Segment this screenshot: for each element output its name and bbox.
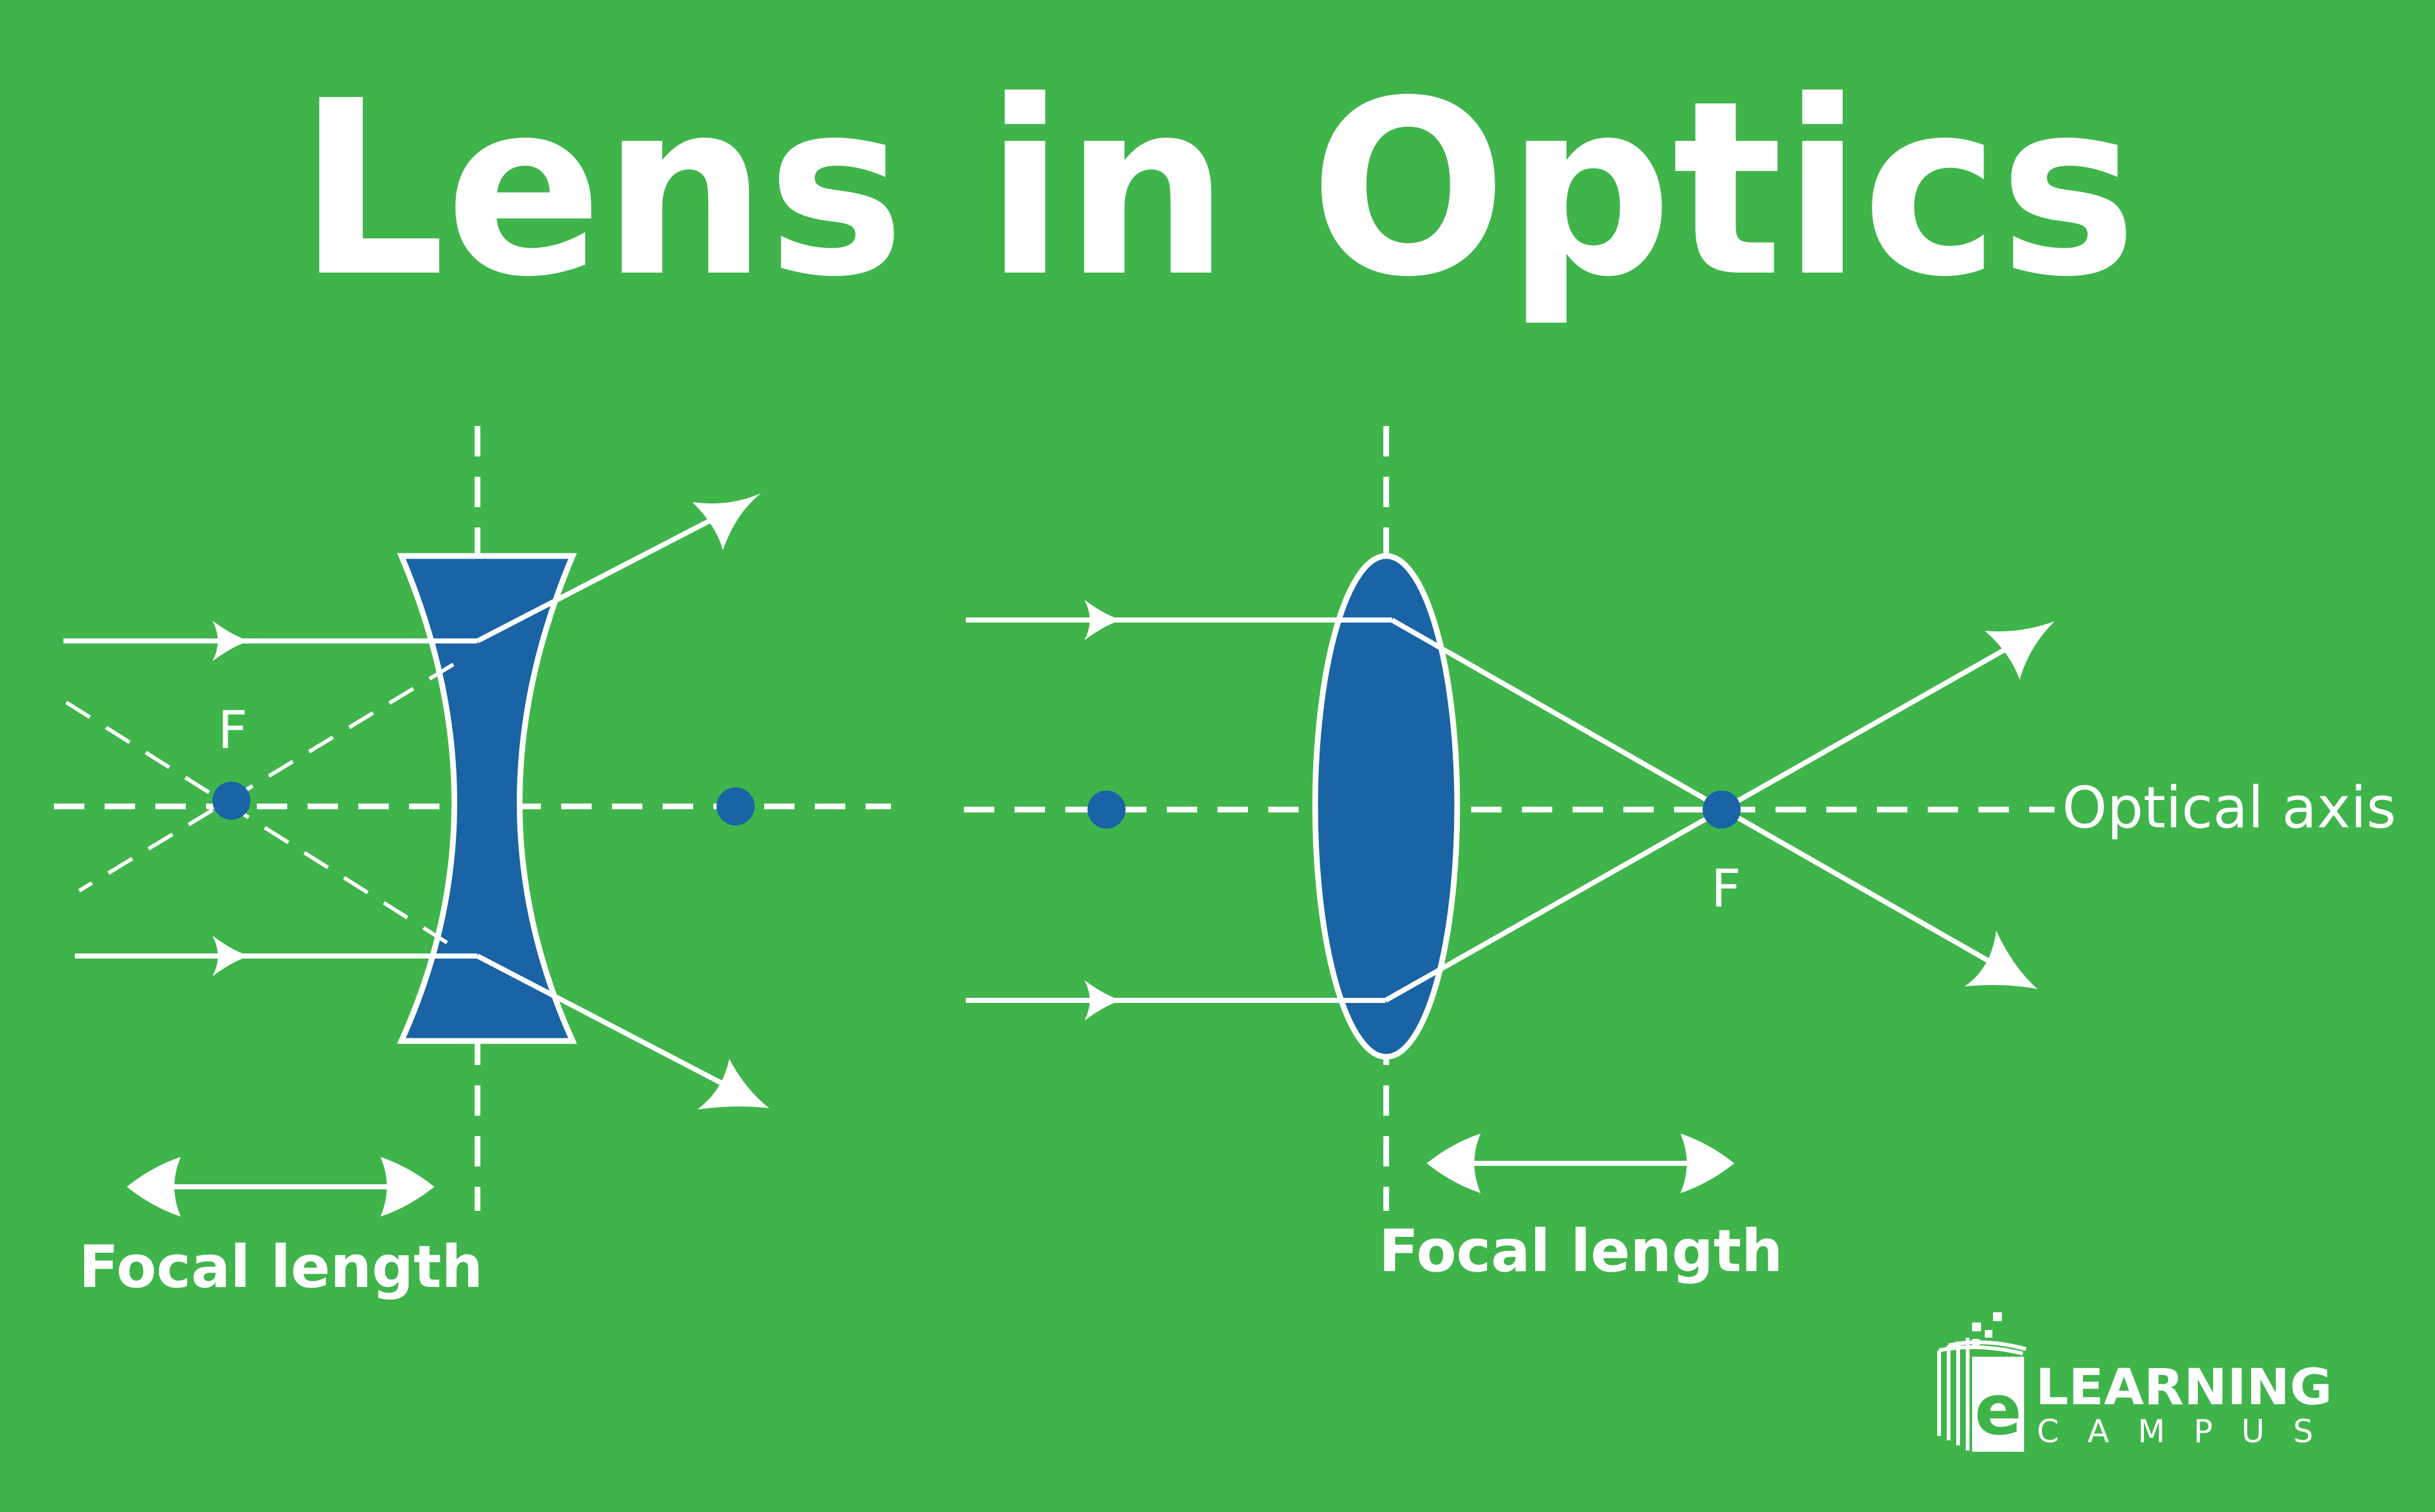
logo-pixel-dot — [1993, 1312, 2002, 1321]
convex-ray-arrowhead-bottom — [1084, 980, 1122, 1021]
convex-ray-arrowhead-top — [1084, 600, 1122, 640]
logo-front-page — [1972, 1357, 2024, 1452]
concave-virtual-ray-top — [78, 662, 455, 893]
convex-lens-diagram: F Optical axis Focal length — [964, 426, 2396, 1285]
concave-lens-diagram: F Focal length — [54, 426, 891, 1301]
convex-focal-label: F — [1711, 859, 1741, 919]
convex-focal-length-arrowhead-left — [1427, 1134, 1481, 1193]
convex-refracted-arrowhead-top — [1985, 621, 2055, 680]
concave-refracted-arrowhead-bottom — [698, 1059, 769, 1109]
concave-lens — [397, 553, 577, 1044]
concave-focal-length-label: Focal length — [79, 1233, 483, 1301]
concave-virtual-ray-bottom — [62, 699, 448, 945]
logo-book-pages-icon — [1938, 1340, 2027, 1355]
concave-refracted-ray-bottom — [476, 953, 753, 1101]
concave-focal-point — [212, 782, 250, 820]
convex-refracted-ray-top — [1391, 617, 2015, 978]
concave-ray-arrowhead-bottom — [212, 936, 250, 976]
concave-ray-arrowhead-top — [212, 621, 250, 661]
convex-lens — [1312, 553, 1460, 1060]
concave-focal-label: F — [218, 701, 247, 761]
logo-e-mark: e — [1975, 1369, 2022, 1451]
concave-refracted-arrowhead-top — [692, 493, 761, 550]
logo-text-campus: CAMPUS — [2037, 1413, 2332, 1450]
elearning-campus-logo: e LEARNING CAMPUS — [1937, 1312, 2332, 1452]
concave-second-focal-point — [717, 787, 755, 825]
convex-focal-length-arrowhead-right — [1680, 1134, 1734, 1193]
concave-refracted-ray-top — [476, 498, 750, 643]
convex-focal-point — [1703, 791, 1741, 829]
concave-focal-length-arrowhead-right — [380, 1157, 434, 1217]
page-title: Lens in Optics — [298, 49, 2137, 330]
convex-first-focal-point — [1088, 791, 1126, 829]
logo-book-pages-icon — [1937, 1338, 1970, 1451]
logo-pixel-dot — [1985, 1330, 1992, 1338]
convex-refracted-arrowhead-bottom — [1964, 931, 2037, 989]
convex-focal-length-label: Focal length — [1379, 1217, 1782, 1285]
logo-pixel-dot — [1972, 1322, 1981, 1331]
optical-axis-label: Optical axis — [2062, 775, 2396, 841]
logo-text-learning: LEARNING — [2036, 1359, 2332, 1416]
concave-focal-length-arrowhead-left — [127, 1157, 181, 1217]
